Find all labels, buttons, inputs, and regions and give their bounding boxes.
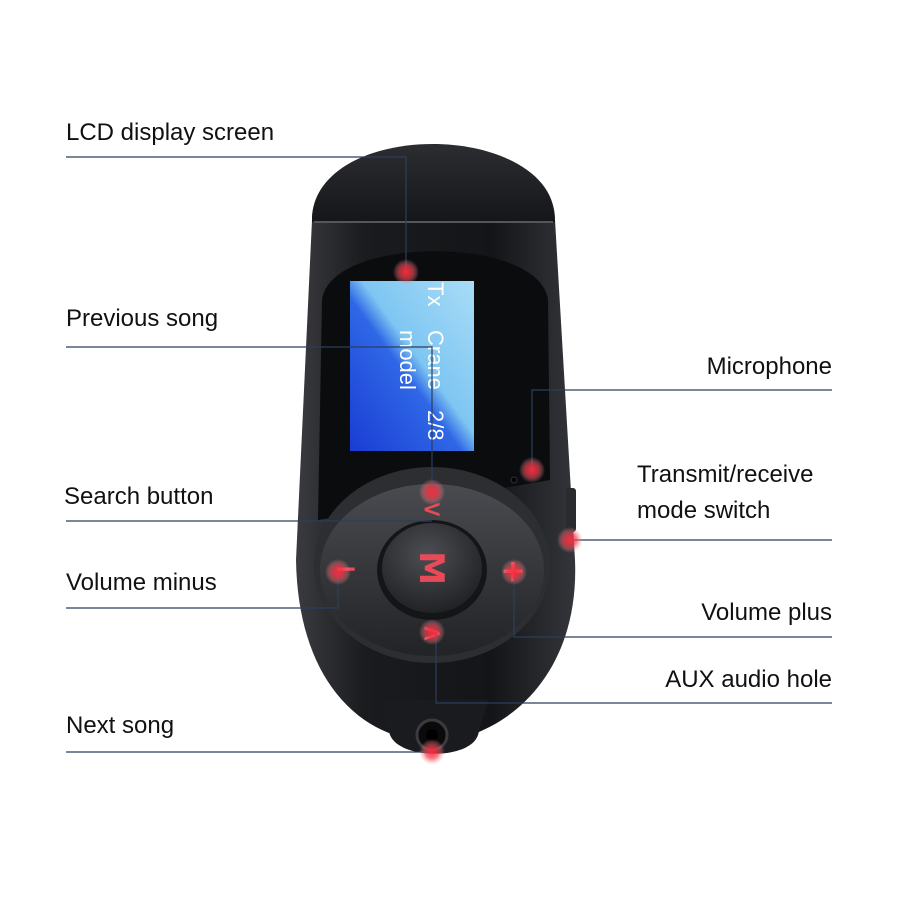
marker-microphone [519, 457, 545, 483]
label-volume-plus: Volume plus [701, 599, 832, 626]
device-cap [311, 144, 555, 222]
callout-line-microphone [531, 389, 832, 470]
label-previous-song: Previous song [66, 305, 219, 332]
marker-next [419, 619, 445, 645]
label-microphone: Microphone [706, 353, 832, 380]
label-aux-audio-hole: AUX audio hole [665, 666, 832, 693]
label-next-song: Next song [66, 712, 175, 739]
screen-line-3: model [395, 330, 420, 390]
label-mode-switch-line2: mode switch [637, 497, 771, 524]
screen-line-2: Crane [423, 330, 448, 390]
callout-line-lcd [66, 156, 407, 272]
marker-mode [557, 527, 583, 553]
label-search-button: Search button [64, 483, 214, 510]
label-volume-minus: Volume minus [66, 569, 217, 596]
marker-lcd [393, 259, 419, 285]
microphone-hole [510, 476, 518, 484]
marker-vol-minus [325, 559, 351, 585]
label-lcd-display-screen: LCD display screen [66, 119, 275, 146]
lcd-panel [350, 281, 474, 451]
marker-previous [419, 479, 445, 505]
callout-line-previous [66, 346, 433, 492]
marker-aux [419, 739, 445, 765]
marker-vol-plus [501, 559, 527, 585]
control-pad: M < > − + [314, 467, 550, 663]
screen-line-4: 2/8 [423, 410, 448, 441]
mode-switch-slider[interactable] [566, 488, 576, 532]
mode-m-button-label: M [411, 551, 451, 585]
callout-markers [325, 259, 583, 765]
label-mode-switch-line1: Transmit/receive [637, 461, 814, 488]
callout-line-vol-plus [513, 572, 832, 638]
search-button[interactable] [382, 523, 482, 613]
callout-line-aux [435, 632, 832, 704]
lcd-screen: Tx Crane model 2/8 [350, 281, 474, 451]
screen-line-1: Tx [423, 282, 448, 306]
